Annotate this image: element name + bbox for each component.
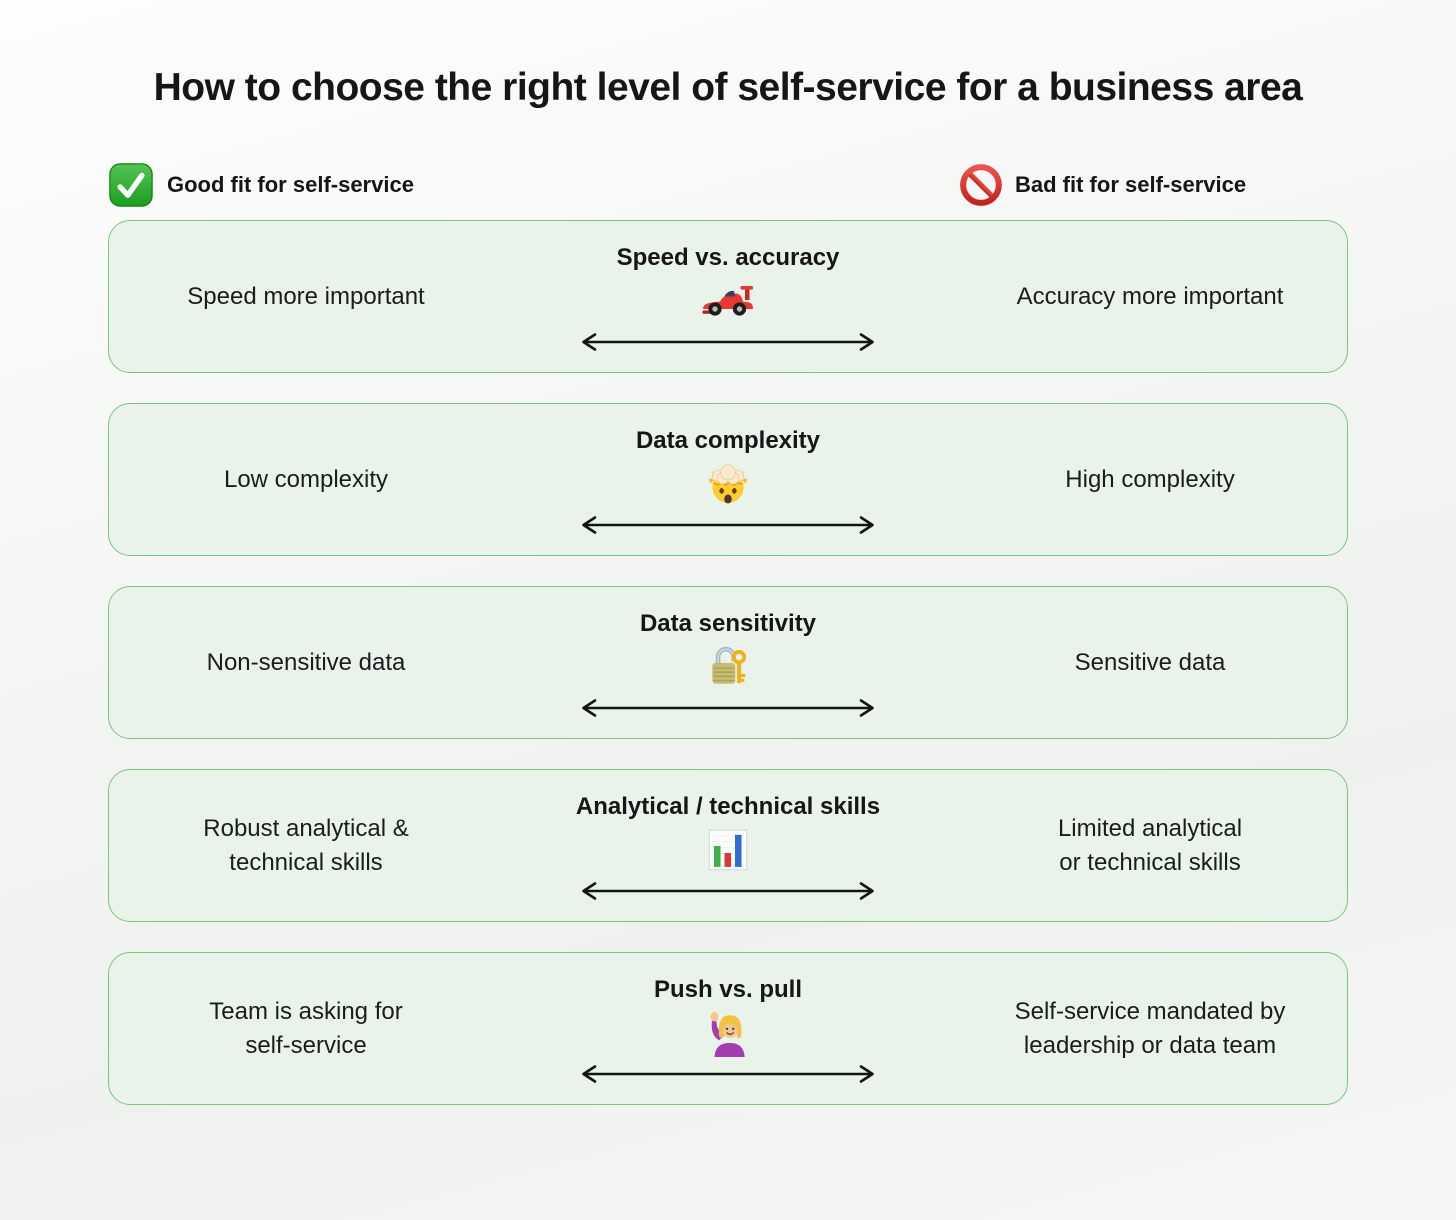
bar-chart-icon	[707, 826, 749, 874]
good-fit-side-label: Low complexity	[223, 465, 389, 493]
legend-bad-label: Bad fit for self-service	[1015, 172, 1247, 197]
good-fit-side-label: Team is asking for self-service	[209, 997, 403, 1059]
legend-good-label: Good fit for self-service	[167, 172, 414, 197]
double-arrow-icon	[575, 514, 881, 536]
bad-fit-side-label: Sensitive data	[1074, 648, 1226, 676]
exploding-head-icon	[705, 460, 751, 508]
card-push-vs-pull: Team is asking for self-service Push vs.…	[108, 952, 1348, 1105]
double-arrow-icon	[575, 1063, 881, 1085]
legend-bad-fit: Bad fit for self-service	[960, 160, 1246, 210]
racing-car-icon	[702, 277, 754, 325]
good-fit-side-label: Robust analytical & technical skills	[203, 814, 409, 876]
page-title: How to choose the right level of self-se…	[153, 66, 1303, 109]
double-arrow-icon	[575, 331, 881, 353]
bad-fit-side-label: Accuracy more important	[1016, 282, 1284, 310]
card-speed-vs-accuracy: Speed more important Speed vs. accuracy	[108, 220, 1348, 373]
legend-good-fit: Good fit for self-service	[108, 160, 414, 210]
card-title: Data sensitivity	[639, 610, 817, 637]
legend: Good fit for self-service Bad fit for se…	[108, 160, 1348, 210]
card-analytical-technical-skills: Robust analytical & technical skills Ana…	[108, 769, 1348, 922]
good-fit-side-label: Non-sensitive data	[206, 648, 406, 676]
double-arrow-icon	[575, 697, 881, 719]
card-title: Data complexity	[635, 427, 821, 454]
bad-fit-side-label: Self-service mandated by leadership or d…	[1014, 997, 1286, 1059]
card-title: Analytical / technical skills	[575, 793, 881, 820]
bad-fit-side-label: High complexity	[1065, 465, 1235, 493]
card-title: Speed vs. accuracy	[616, 244, 840, 271]
good-fit-side-label: Speed more important	[187, 282, 425, 310]
check-mark-button-icon	[108, 162, 154, 208]
card-title: Push vs. pull	[653, 976, 803, 1003]
card-data-sensitivity: Non-sensitive data Data sensitivity	[108, 586, 1348, 739]
double-arrow-icon	[575, 880, 881, 902]
locked-with-key-icon	[707, 643, 749, 691]
comparison-cards: Speed more important Speed vs. accuracy	[108, 220, 1348, 1105]
prohibited-icon	[960, 164, 1002, 206]
bad-fit-side-label: Limited analytical or technical skills	[1057, 814, 1243, 876]
card-data-complexity: Low complexity Data complexity	[108, 403, 1348, 556]
person-raising-hand-icon	[705, 1009, 751, 1057]
